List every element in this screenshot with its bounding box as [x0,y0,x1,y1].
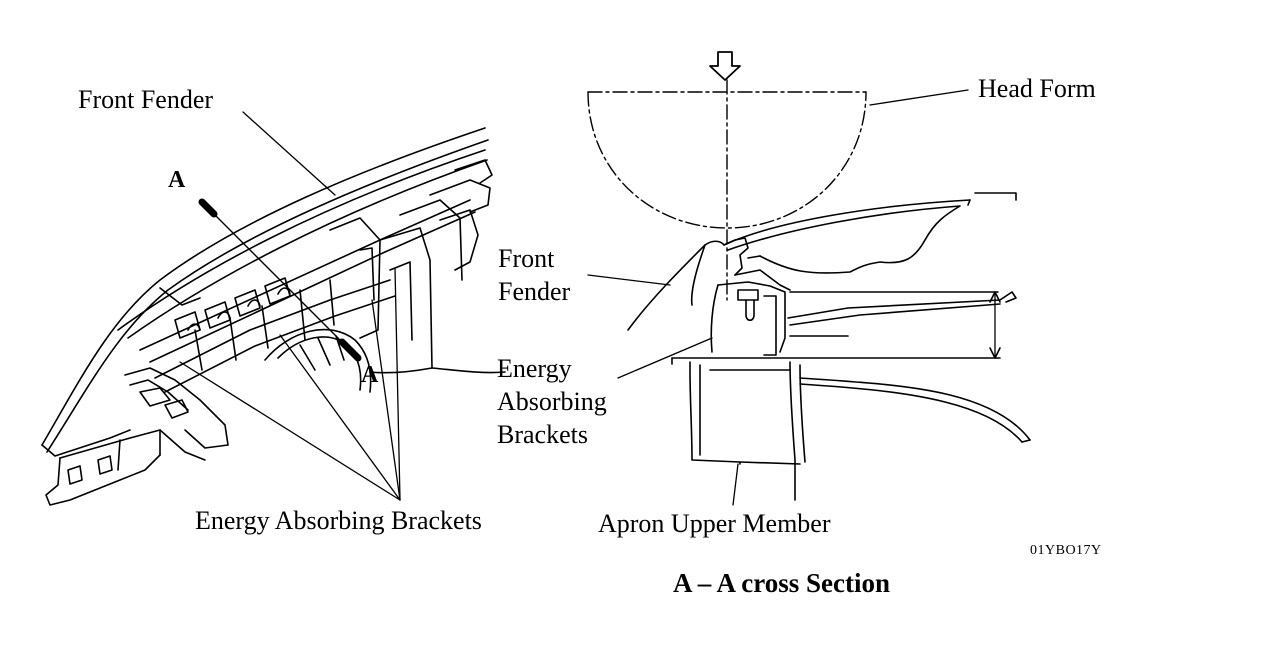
fender-perspective-view [41,127,506,506]
energy-absorbing-brackets-label-right: Energy Absorbing Brackets [497,354,607,449]
impact-direction-arrow [709,51,741,81]
apron-upper-member-label: Apron Upper Member [598,509,831,538]
left-leader-lines [179,111,401,501]
section-marker-a-top: A [168,167,186,193]
section-cut-line [198,198,362,362]
right-leader-lines [587,89,969,506]
front-fender-label-left: Front Fender [78,85,214,114]
head-form-outline [587,79,867,301]
energy-absorbing-brackets-label-left: Energy Absorbing Brackets [195,506,482,535]
head-form-label: Head Form [978,74,1096,103]
section-title: A – A cross Section [673,568,891,598]
figure-code: 01YBO17Y [1030,543,1102,558]
section-marker-a-bottom: A [361,362,379,388]
front-fender-label-right: Front Fender [498,244,571,306]
section-outer-panels [627,192,1031,501]
